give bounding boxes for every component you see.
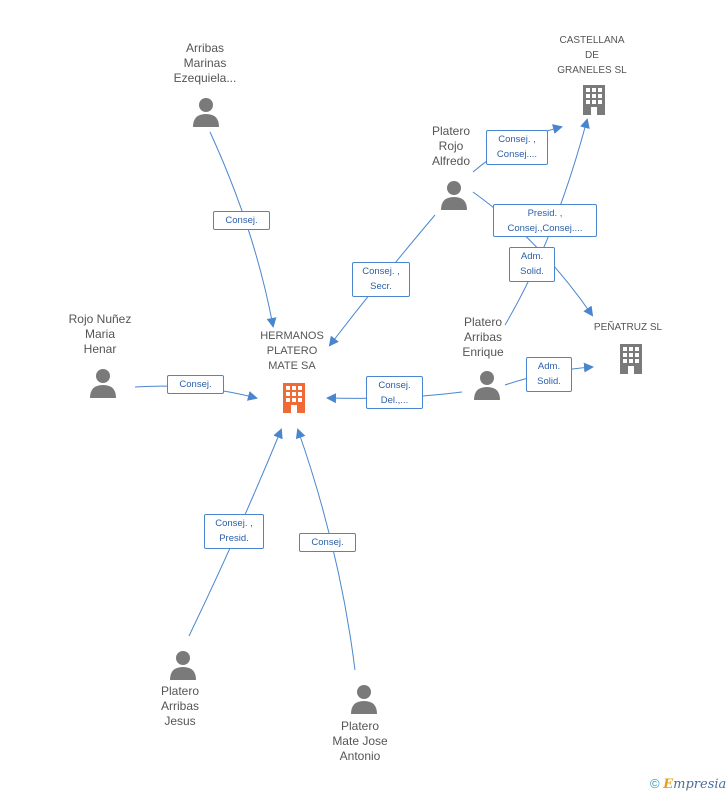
person-icon[interactable] (349, 684, 379, 714)
building-icon[interactable] (616, 342, 646, 376)
edge-label-jesus-hermanos[interactable]: Consej. , Presid. (204, 514, 264, 549)
edge-label-enrique-castellana[interactable]: Adm. Solid. (509, 247, 555, 282)
person-icon[interactable] (88, 368, 118, 398)
edge-label-enrique-hermanos[interactable]: Consej. Del.,... (366, 376, 423, 409)
edge-label-rojo-penatruz[interactable]: Presid. , Consej.,Consej.... (493, 204, 597, 237)
footer-brand: © Empresia (650, 776, 726, 792)
edge-label-rojo-castellana[interactable]: Consej. , Consej.... (486, 130, 548, 165)
copyright-icon: © (650, 776, 660, 791)
person-label-platero-mate-jose[interactable]: Platero Mate Jose Antonio (332, 719, 388, 763)
person-label-rojo-nunez[interactable]: Rojo Nuñez Maria Henar (68, 312, 132, 356)
edge-label-enrique-penatruz[interactable]: Adm. Solid. (526, 357, 572, 392)
person-icon[interactable] (472, 370, 502, 400)
edge-label-rojo-hermanos[interactable]: Consej. , Secr. (352, 262, 410, 297)
person-icon[interactable] (191, 97, 221, 127)
building-icon[interactable] (579, 83, 609, 117)
edge-label-nunez-hermanos[interactable]: Consej. (167, 375, 224, 394)
person-label-arribas-marinas[interactable]: Arribas Marinas Ezequiela... (173, 41, 237, 85)
edge-label-jose-hermanos[interactable]: Consej. (299, 533, 356, 552)
edge-label-marinas-hermanos[interactable]: Consej. (213, 211, 270, 230)
person-label-platero-arribas-enrique[interactable]: Platero Arribas Enrique (462, 315, 504, 359)
person-icon[interactable] (439, 180, 469, 210)
brand-logo: Empresia (663, 777, 727, 792)
person-label-platero-arribas-jesus[interactable]: Platero Arribas Jesus (160, 684, 200, 728)
company-label-hermanos[interactable]: HERMANOS PLATERO MATE SA (260, 330, 324, 372)
building-icon[interactable] (279, 381, 309, 415)
edge-rojo-penatruz (472, 191, 594, 317)
person-label-platero-rojo[interactable]: Platero Rojo Alfredo (431, 124, 471, 168)
company-label-castellana[interactable]: CASTELLANA DE GRANELES SL (557, 35, 627, 76)
company-label-penatruz[interactable]: PEÑATRUZ SL (593, 322, 663, 333)
person-icon[interactable] (168, 650, 198, 680)
